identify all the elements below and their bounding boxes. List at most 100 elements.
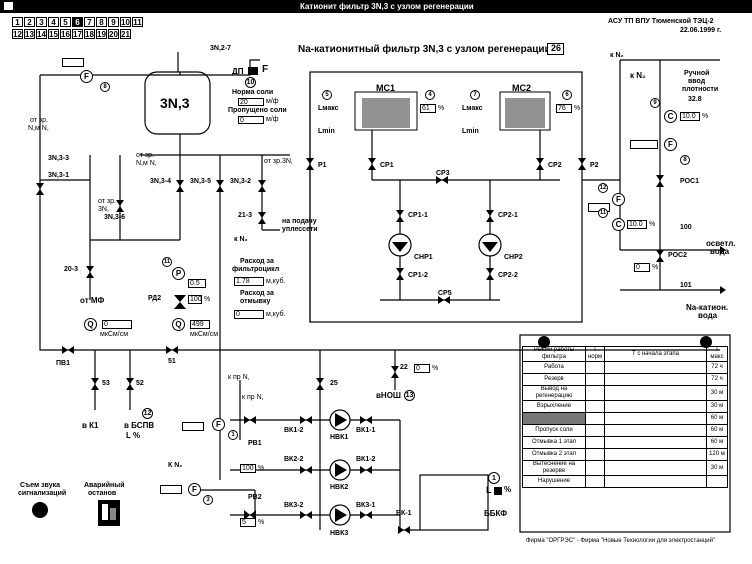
valve-vk21[interactable]: ВК1-2 [356,456,376,463]
valve-22-value[interactable]: 0 [414,364,430,373]
valve-pos1[interactable]: РОС1 [680,178,699,185]
filter-button-16[interactable]: 16 [60,29,71,39]
flow-f-right[interactable]: F [664,138,677,151]
filter-button-11[interactable]: 11 [132,17,143,27]
filter-button-1[interactable]: 1 [12,17,23,27]
pressure-p[interactable]: P [172,267,185,280]
circle-10[interactable]: 10 [245,77,256,88]
pump-snr1[interactable]: СНР1 [414,254,433,261]
valve-51[interactable]: 51 [168,358,176,365]
filter-button-7[interactable]: 7 [84,17,95,27]
valve-3n35[interactable]: 3N,3-5 [190,178,212,185]
valve-vk12[interactable]: ВК1-2 [284,427,304,434]
filter-button-14[interactable]: 14 [36,29,47,39]
valve-22[interactable]: 22 [400,364,408,371]
rd2-value[interactable]: 100 [188,295,202,304]
concentration-value[interactable]: 10.0 [680,112,700,121]
conductivity-right-value[interactable]: 499 [190,320,210,329]
filter-button-18[interactable]: 18 [84,29,95,39]
rashod-filtr-value[interactable]: 1.78 [234,277,264,286]
valve-sr1[interactable]: СР1 [380,162,394,169]
filter-button-6[interactable]: 6 [72,17,83,27]
flow-f-mid[interactable]: F [612,193,625,206]
valve-vk32[interactable]: ВК3-2 [284,502,304,509]
system-menu-icon[interactable] [4,2,13,10]
valve-vk11[interactable]: ВК1-1 [356,427,376,434]
valve-p1[interactable]: P1 [318,162,327,169]
conductivity-left-value[interactable]: 0 [102,320,132,329]
valve-pos2[interactable]: РОС2 [668,252,687,259]
propusheno-soli-value[interactable]: 0 [238,116,264,124]
valve-sr2[interactable]: СР2 [548,162,562,169]
filter-button-19[interactable]: 19 [96,29,107,39]
valve-25[interactable]: 25 [330,380,338,387]
flow-bottom2-box[interactable] [160,485,182,494]
filter-button-9[interactable]: 9 [108,17,119,27]
filter-button-15[interactable]: 15 [48,29,59,39]
emergency-stop-button[interactable] [98,500,120,526]
valve-rv1[interactable]: РВ1 [248,440,262,447]
filter-button-20[interactable]: 20 [108,29,119,39]
valve-3n33[interactable]: 3N,3-3 [48,155,70,162]
valve-3n36[interactable]: 3N,3-6 [104,214,126,221]
pressure-value[interactable]: 0.5 [188,279,206,288]
rv2-value[interactable]: 5 [240,518,256,527]
valve-3n34[interactable]: 3N,3-4 [150,178,172,185]
filter-button-17[interactable]: 17 [72,29,83,39]
flow-right-box[interactable] [630,140,658,149]
concentration2-value[interactable]: 10.0 [627,220,647,229]
norma-soli-value[interactable]: 20 [238,98,264,106]
ms2-level[interactable]: 76 [556,104,572,113]
filter-button-13[interactable]: 13 [24,29,35,39]
valve-213[interactable]: 21-3 [238,212,253,219]
filter-button-2[interactable]: 2 [24,17,35,27]
density-value[interactable]: 32.8 [688,96,702,103]
pump-nvk3[interactable]: НВК3 [330,530,349,537]
circle-1: 1 [228,430,238,440]
filter-button-3[interactable]: 3 [36,17,47,27]
sound-off-button[interactable] [32,502,48,518]
valve-sr21[interactable]: СР2-1 [498,212,518,219]
pos2-value[interactable]: 0 [634,263,650,272]
valve-rv2[interactable]: РВ2 [248,494,262,501]
concentration-c[interactable]: C [664,110,677,123]
valve-vk31[interactable]: ВК3-1 [356,502,376,509]
flow-f-bottom[interactable]: F [212,418,225,431]
filter-button-8[interactable]: 8 [96,17,107,27]
valve-vk1[interactable]: ВК-1 [396,510,412,517]
conductivity-q-right[interactable]: Q [172,318,185,331]
filter-button-5[interactable]: 5 [60,17,71,27]
valve-sr22[interactable]: СР2-2 [498,272,518,279]
label-rd2: РД2 [148,295,162,302]
valve-53[interactable]: 53 [102,380,110,387]
valve-sr3[interactable]: СР3 [436,170,450,177]
flow-f-top[interactable]: F [80,70,93,83]
ms1-level[interactable]: 61 [420,104,436,113]
filter-button-10[interactable]: 10 [120,17,131,27]
valve-203[interactable]: 20-3 [64,266,79,273]
valve-sr11[interactable]: СР1-1 [408,212,428,219]
valve-sr12[interactable]: СР1-2 [408,272,428,279]
flow-bottom-box[interactable] [182,422,204,431]
pump-nvk1[interactable]: НВК1 [330,434,349,441]
filter-button-21[interactable]: 21 [120,29,131,39]
filter-button-12[interactable]: 12 [12,29,23,39]
valve-3n27[interactable]: 3N,2-7 [210,45,232,52]
valve-sr5[interactable]: СР5 [438,290,452,297]
flow-top-box[interactable] [62,58,84,67]
filter-button-4[interactable]: 4 [48,17,59,27]
valve-p2[interactable]: P2 [590,162,599,169]
valve-pv1[interactable]: ПВ1 [56,360,70,367]
valve-52[interactable]: 52 [136,380,144,387]
rv1-value[interactable]: 100 [240,464,256,473]
concentration-c2[interactable]: C [612,218,625,231]
valve-3n32[interactable]: 3N,3-2 [230,178,252,185]
pump-nvk2[interactable]: НВК2 [330,484,349,491]
flow-f-bottom2[interactable]: F [188,483,201,496]
rashod-otmyvku-value[interactable]: 0 [234,310,264,319]
conductivity-q-left[interactable]: Q [84,318,97,331]
valve-vk22[interactable]: ВК2-2 [284,456,304,463]
pump-snr2[interactable]: СНР2 [504,254,523,261]
valve-3n31[interactable]: 3N,3-1 [48,172,70,179]
bespv-level[interactable]: L % [126,431,141,440]
